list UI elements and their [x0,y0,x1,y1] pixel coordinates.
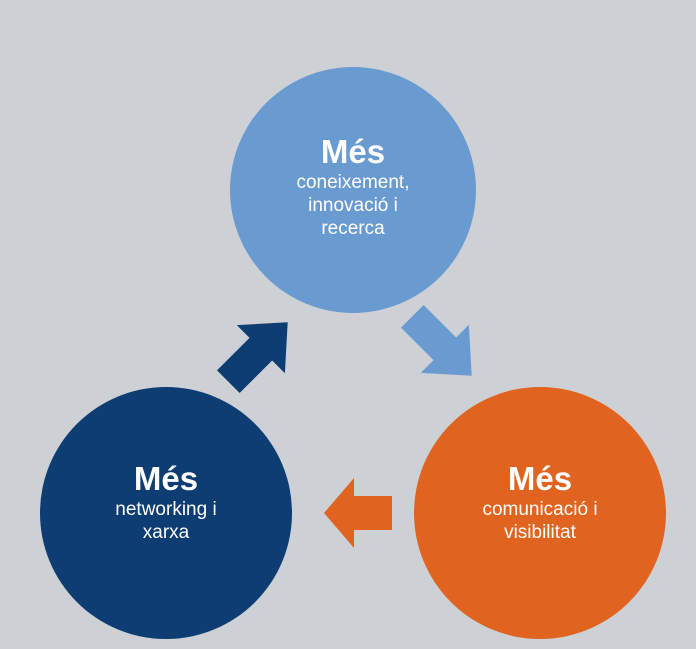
node-knowledge-heading: Més [320,133,386,170]
node-networking: Més networking i xarxa [40,387,292,639]
arrow-up-right-icon [216,322,288,394]
node-networking-heading: Més [133,459,199,497]
node-knowledge-text: coneixement, innovació i recerca [296,172,410,239]
node-communication: Més comunicació i visibilitat [414,387,666,639]
node-knowledge: Més coneixement, innovació i recerca [230,67,476,313]
node-communication-heading: Més [507,459,573,497]
node-networking-text: networking i xarxa [115,498,217,543]
arrow-left-icon [324,478,392,548]
arrow-down-right-icon [400,304,472,376]
node-communication-text: comunicació i visibilitat [482,498,598,543]
